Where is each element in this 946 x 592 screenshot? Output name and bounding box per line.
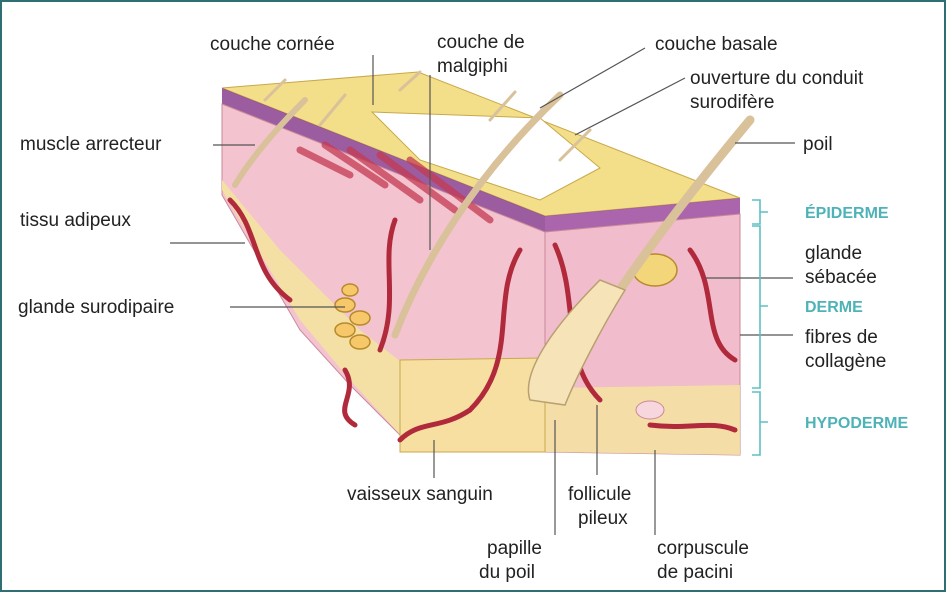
- label-follicule-line2: pileux: [578, 508, 628, 529]
- label-corpuscule-line1: corpuscule: [657, 538, 749, 559]
- label-fibres-collagene-line1: fibres de: [805, 327, 878, 348]
- label-vaisseux-sanguin: vaisseux sanguin: [347, 484, 493, 505]
- label-ouverture-line1: ouverture du conduit: [690, 68, 864, 89]
- label-muscle-arrecteur: muscle arrecteur: [20, 134, 162, 155]
- label-tissu-adipeux: tissu adipeux: [20, 210, 131, 231]
- label-glande-sebacee-line1: glande: [805, 243, 862, 264]
- pacinian-corpuscle: [636, 401, 664, 419]
- label-glande-sebacee-line2: sébacée: [805, 267, 877, 288]
- layer-label-hypoderme: HYPODERME: [805, 415, 908, 432]
- label-papille-line2: du poil: [479, 562, 535, 583]
- label-follicule-line1: follicule: [568, 484, 631, 505]
- label-glande-surodipaire: glande surodipaire: [18, 297, 174, 318]
- label-poil: poil: [803, 134, 833, 155]
- label-couche-cornee: couche cornée: [210, 34, 335, 55]
- label-couche-malpighi-line1: couche de: [437, 32, 525, 53]
- layer-brackets: [752, 200, 768, 455]
- label-couche-basale: couche basale: [655, 34, 778, 55]
- skin-block-illustration: [222, 72, 750, 455]
- layer-label-derme: DERME: [805, 299, 863, 316]
- label-corpuscule-line2: de pacini: [657, 562, 733, 583]
- front-hypodermis: [545, 385, 740, 455]
- label-couche-malpighi-line2: malgiphi: [437, 56, 508, 77]
- layer-label-epiderme: ÉPIDERME: [805, 203, 889, 222]
- label-fibres-collagene-line2: collagène: [805, 351, 886, 372]
- label-papille-line1: papille: [487, 538, 542, 559]
- label-ouverture-line2: surodifère: [690, 92, 775, 113]
